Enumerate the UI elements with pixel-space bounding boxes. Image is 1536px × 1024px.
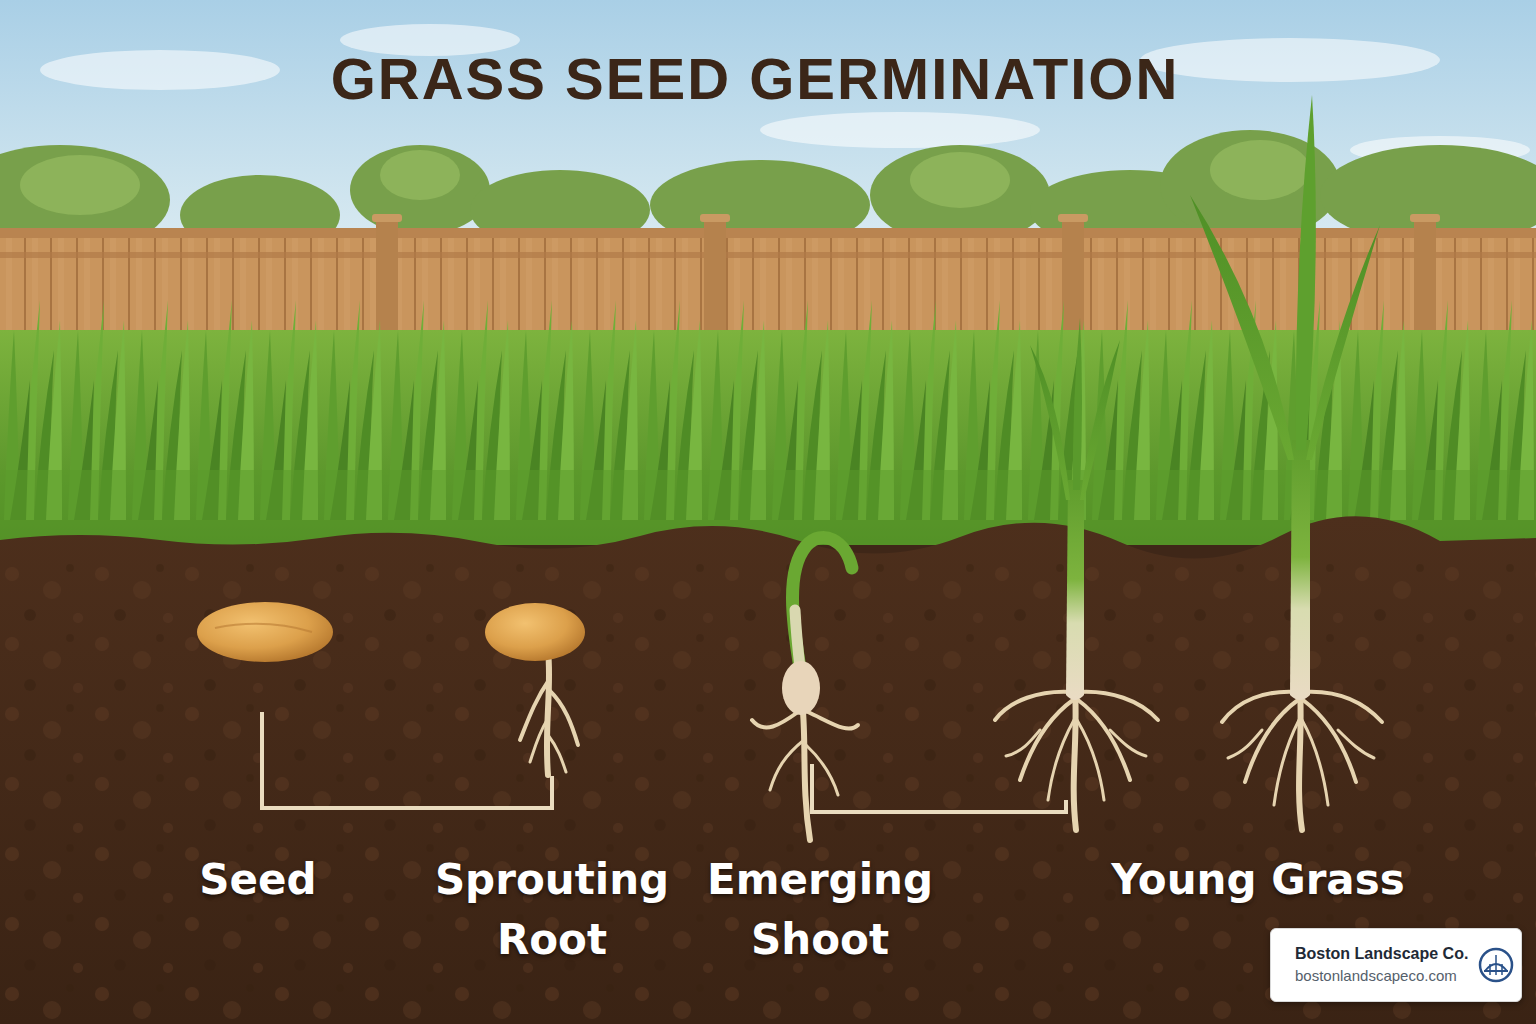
stage-label: Young Grass xyxy=(1058,850,1458,910)
diagram-title: GRASS SEED GERMINATION xyxy=(205,44,1305,114)
logo-icon xyxy=(1478,947,1514,983)
company-url: bostonlandscapeco.com xyxy=(1295,965,1471,987)
stage-label: Sprouting Root xyxy=(421,850,683,970)
stage-label: Emerging Shoot xyxy=(689,850,951,970)
stage-label: Seed xyxy=(148,850,368,910)
company-name: Boston Landscape Co. xyxy=(1295,943,1471,965)
